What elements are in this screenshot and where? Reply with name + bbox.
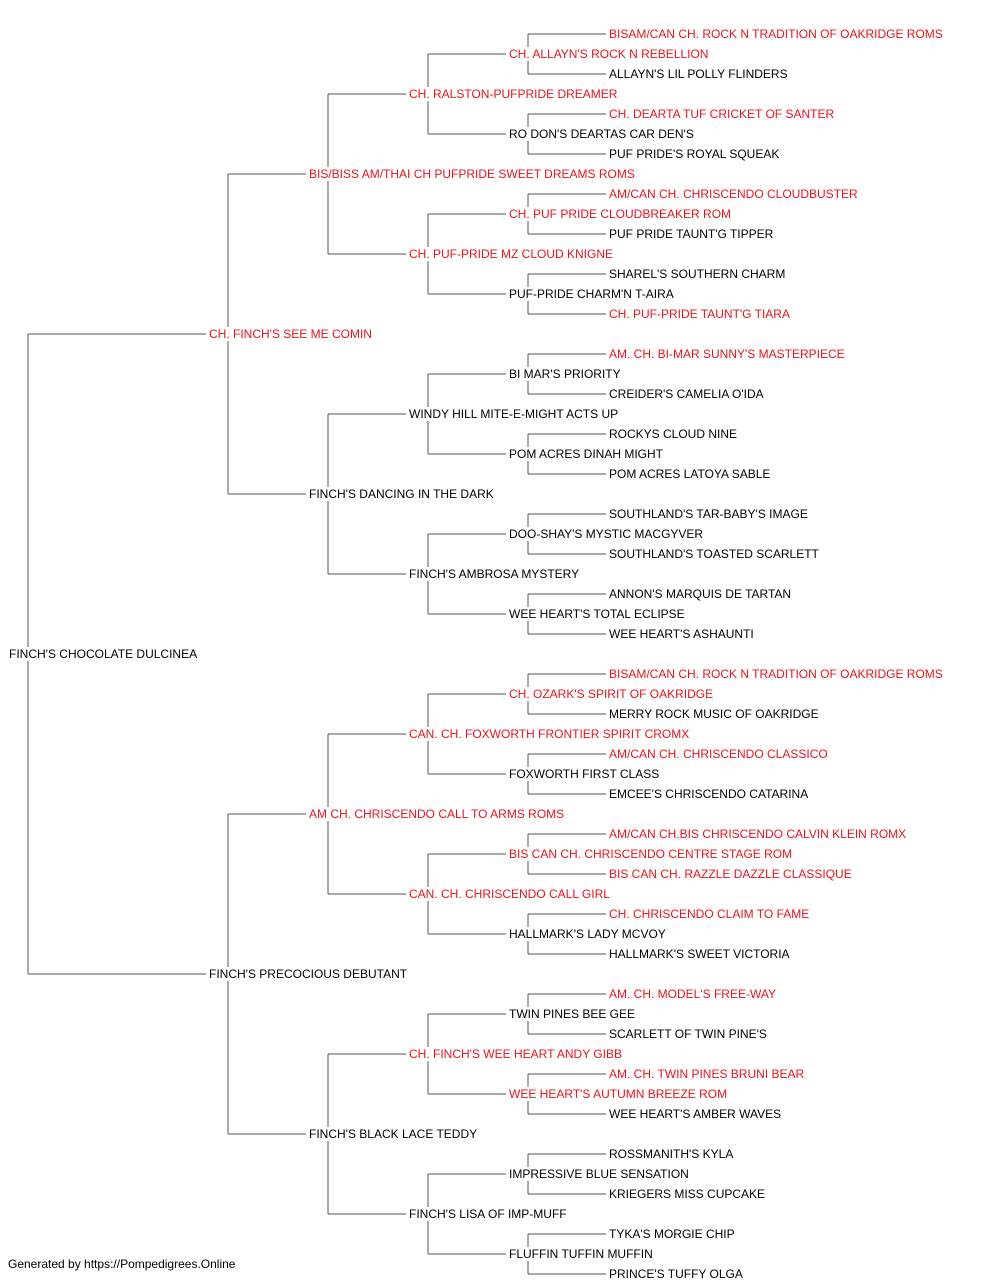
pedigree-dog-name: POM ACRES LATOYA SABLE xyxy=(608,467,772,481)
pedigree-dog-name: CH. FINCH'S SEE ME COMIN xyxy=(208,327,373,341)
pedigree-dog-name: BIS CAN CH. RAZZLE DAZZLE CLASSIQUE xyxy=(608,867,853,881)
pedigree-dog-name: CH. RALSTON-PUFPRIDE DREAMER xyxy=(408,87,619,101)
pedigree-dog-name: FINCH'S LISA OF IMP-MUFF xyxy=(408,1207,568,1221)
pedigree-dog-name: CH. PUF-PRIDE TAUNT'G TIARA xyxy=(608,307,791,321)
pedigree-dog-name: SOUTHLAND'S TAR-BABY'S IMAGE xyxy=(608,507,809,521)
pedigree-dog-name: CAN. CH. CHRISCENDO CALL GIRL xyxy=(408,887,611,901)
pedigree-dog-name: FINCH'S DANCING IN THE DARK xyxy=(308,487,495,501)
pedigree-dog-name: MERRY ROCK MUSIC OF OAKRIDGE xyxy=(608,707,820,721)
pedigree-dog-name: CH. PUF PRIDE CLOUDBREAKER ROM xyxy=(508,207,733,221)
pedigree-dog-name: BISAM/CAN CH. ROCK N TRADITION OF OAKRID… xyxy=(608,667,944,681)
pedigree-dog-name: PUF PRIDE TAUNT'G TIPPER xyxy=(608,227,775,241)
pedigree-dog-name: BIS CAN CH. CHRISCENDO CENTRE STAGE ROM xyxy=(508,847,794,861)
pedigree-dog-name: TYKA'S MORGIE CHIP xyxy=(608,1227,736,1241)
pedigree-dog-name: SCARLETT OF TWIN PINE'S xyxy=(608,1027,768,1041)
pedigree-dog-name: FOXWORTH FIRST CLASS xyxy=(508,767,661,781)
pedigree-dog-name: ANNON'S MARQUIS DE TARTAN xyxy=(608,587,793,601)
pedigree-dog-name: BI MAR'S PRIORITY xyxy=(508,367,622,381)
pedigree-dog-name: AM CH. CHRISCENDO CALL TO ARMS ROMS xyxy=(308,807,566,821)
generated-by-footer: Generated by https://Pompedigrees.Online xyxy=(8,1257,236,1271)
pedigree-dog-name: KRIEGERS MISS CUPCAKE xyxy=(608,1187,767,1201)
pedigree-dog-name: CH. CHRISCENDO CLAIM TO FAME xyxy=(608,907,811,921)
pedigree-dog-name: FINCH'S AMBROSA MYSTERY xyxy=(408,567,581,581)
pedigree-dog-name: WEE HEART'S ASHAUNTI xyxy=(608,627,755,641)
pedigree-dog-name: CH. PUF-PRIDE MZ CLOUD KNIGNE xyxy=(408,247,615,261)
pedigree-dog-name: CH. OZARK'S SPIRIT OF OAKRIDGE xyxy=(508,687,715,701)
pedigree-dog-name: AM/CAN CH. CHRISCENDO CLOUDBUSTER xyxy=(608,187,859,201)
pedigree-dog-name: FINCH'S BLACK LACE TEDDY xyxy=(308,1127,479,1141)
pedigree-dog-name: PUF PRIDE'S ROYAL SQUEAK xyxy=(608,147,781,161)
pedigree-dog-name: CH. DEARTA TUF CRICKET OF SANTER xyxy=(608,107,836,121)
pedigree-dog-name: EMCEE'S CHRISCENDO CATARINA xyxy=(608,787,810,801)
pedigree-dog-name: SHAREL'S SOUTHERN CHARM xyxy=(608,267,787,281)
pedigree-dog-name: SOUTHLAND'S TOASTED SCARLETT xyxy=(608,547,820,561)
pedigree-dog-name: HALLMARK'S LADY MCVOY xyxy=(508,927,667,941)
pedigree-dog-name: FINCH'S CHOCOLATE DULCINEA xyxy=(8,647,199,661)
pedigree-dog-name: WEE HEART'S TOTAL ECLIPSE xyxy=(508,607,686,621)
pedigree-dog-name: AM. CH. TWIN PINES BRUNI BEAR xyxy=(608,1067,806,1081)
pedigree-dog-name: WINDY HILL MITE-E-MIGHT ACTS UP xyxy=(408,407,620,421)
pedigree-dog-name: AM/CAN CH. CHRISCENDO CLASSICO xyxy=(608,747,829,761)
pedigree-dog-name: CREIDER'S CAMELIA O'IDA xyxy=(608,387,765,401)
pedigree-dog-name: FINCH'S PRECOCIOUS DEBUTANT xyxy=(208,967,409,981)
pedigree-dog-name: AM. CH. MODEL'S FREE-WAY xyxy=(608,987,777,1001)
pedigree-dog-name: DOO-SHAY'S MYSTIC MACGYVER xyxy=(508,527,705,541)
pedigree-dog-name: BIS/BISS AM/THAI CH PUFPRIDE SWEET DREAM… xyxy=(308,167,636,181)
pedigree-dog-name: BISAM/CAN CH. ROCK N TRADITION OF OAKRID… xyxy=(608,27,944,41)
pedigree-dog-name: RO DON'S DEARTAS CAR DEN'S xyxy=(508,127,695,141)
pedigree-dog-name: ALLAYN'S LIL POLLY FLINDERS xyxy=(608,67,789,81)
pedigree-dog-name: HALLMARK'S SWEET VICTORIA xyxy=(608,947,791,961)
pedigree-dog-name: WEE HEART'S AMBER WAVES xyxy=(608,1107,783,1121)
pedigree-dog-name: POM ACRES DINAH MIGHT xyxy=(508,447,665,461)
pedigree-dog-name: CAN. CH. FOXWORTH FRONTIER SPIRIT CROMX xyxy=(408,727,691,741)
pedigree-dog-name: AM. CH. BI-MAR SUNNY'S MASTERPIECE xyxy=(608,347,846,361)
pedigree-dog-name: PUF-PRIDE CHARM'N T-AIRA xyxy=(508,287,675,301)
pedigree-dog-name: AM/CAN CH.BIS CHRISCENDO CALVIN KLEIN RO… xyxy=(608,827,908,841)
pedigree-dog-name: PRINCE'S TUFFY OLGA xyxy=(608,1267,744,1281)
pedigree-dog-name: IMPRESSIVE BLUE SENSATION xyxy=(508,1167,690,1181)
pedigree-dog-name: CH. FINCH'S WEE HEART ANDY GIBB xyxy=(408,1047,623,1061)
pedigree-dog-name: CH. ALLAYN'S ROCK N REBELLION xyxy=(508,47,710,61)
pedigree-dog-name: WEE HEART'S AUTUMN BREEZE ROM xyxy=(508,1087,729,1101)
pedigree-dog-name: FLUFFIN TUFFIN MUFFIN xyxy=(508,1247,654,1261)
pedigree-dog-name: ROSSMANITH'S KYLA xyxy=(608,1147,735,1161)
pedigree-dog-name: ROCKYS CLOUD NINE xyxy=(608,427,739,441)
pedigree-dog-name: TWIN PINES BEE GEE xyxy=(508,1007,637,1021)
